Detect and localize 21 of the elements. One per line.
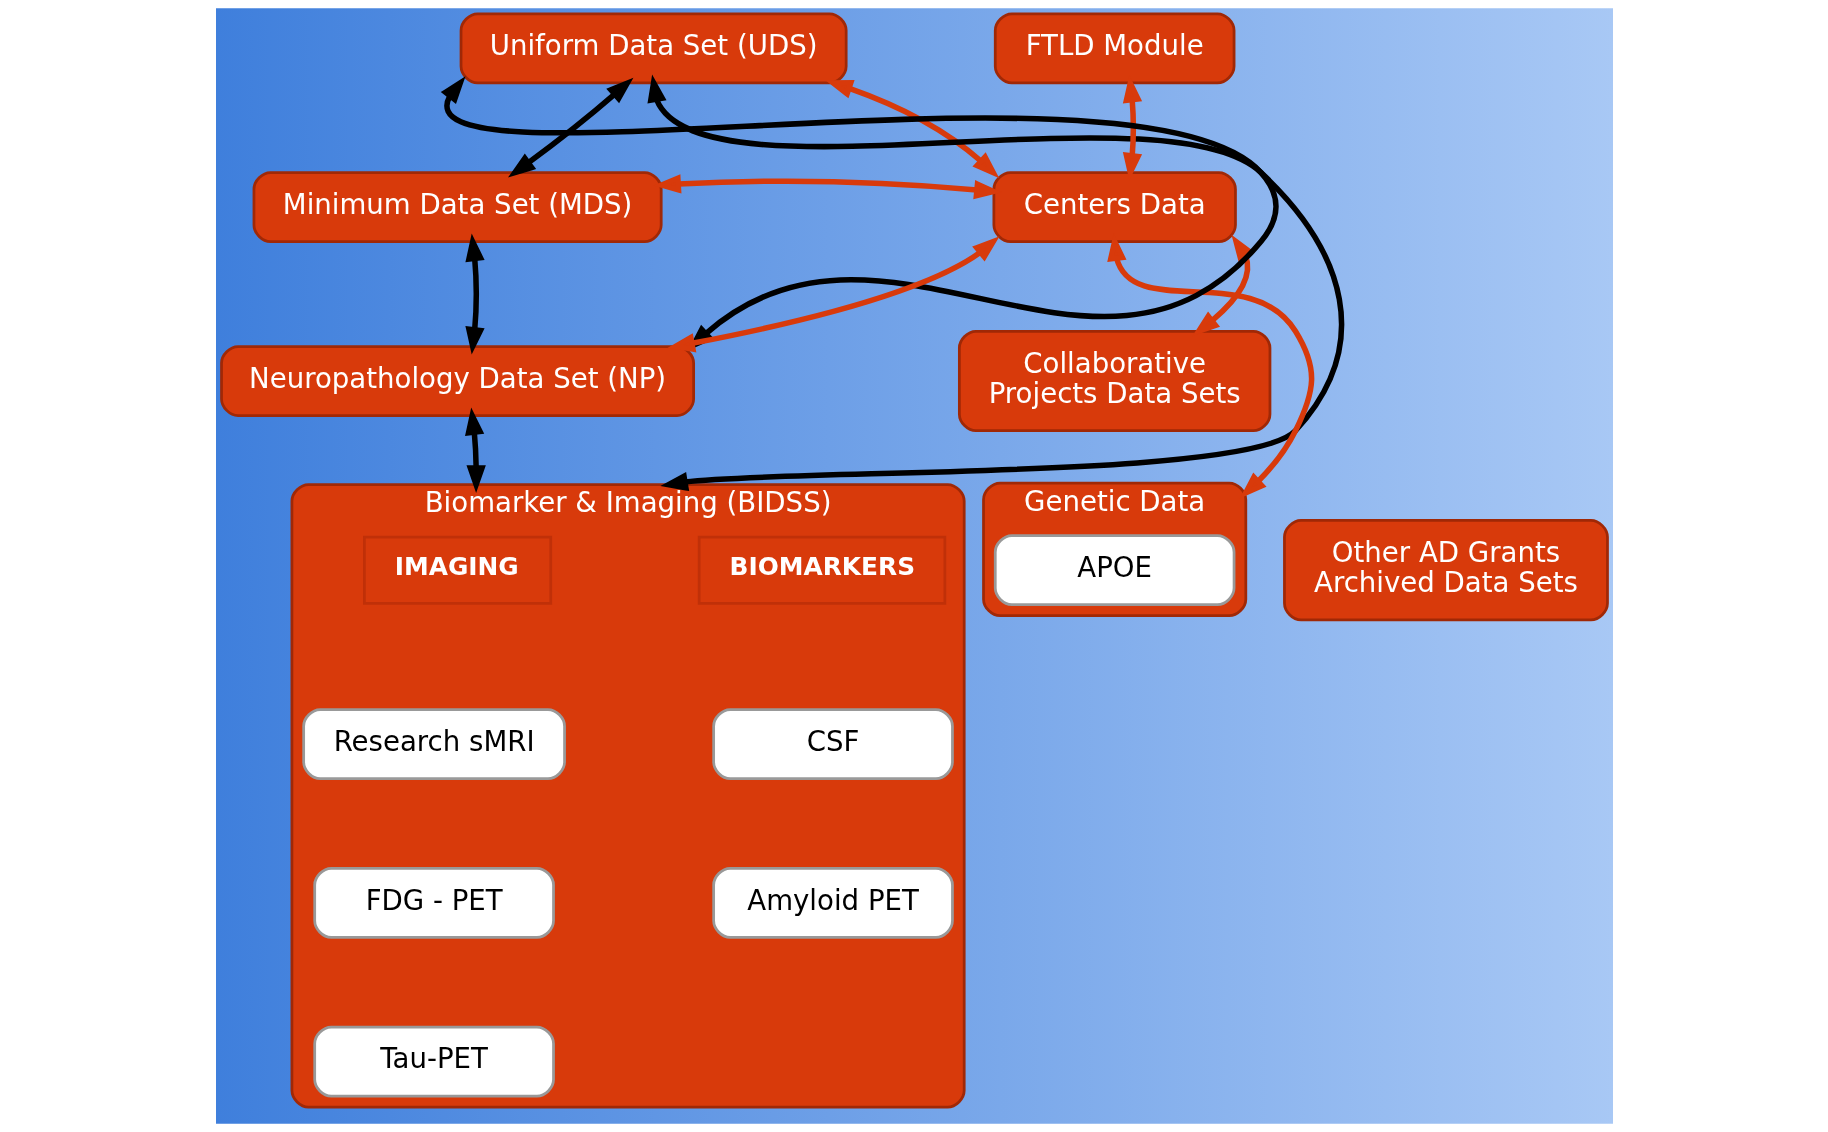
node-box: IMAGING — [362, 535, 552, 605]
node-box: Uniform Data Set (UDS) — [459, 12, 848, 85]
arrow — [464, 233, 485, 355]
node-box: APOE — [993, 534, 1235, 607]
node-box: Centers Data — [992, 171, 1237, 243]
arrow — [464, 407, 486, 493]
node-box: FTLD Module — [993, 12, 1235, 85]
node-box: Research sMRI — [301, 708, 566, 780]
arrow — [824, 79, 999, 179]
node-box: Amyloid PET — [711, 866, 954, 939]
node-box: BIOMARKERS — [697, 535, 946, 605]
node-box: Other AD Grants Archived Data Sets — [1282, 519, 1609, 622]
node-box: CSF — [711, 708, 954, 780]
node-box: Collaborative Projects Data Sets — [957, 329, 1271, 433]
arrow — [646, 74, 1344, 492]
node-box: Neuropathology Data Set (NP) — [219, 345, 695, 417]
node-box: Tau-PET — [312, 1025, 555, 1098]
arrow — [507, 77, 633, 178]
node-box: FDG - PET — [312, 866, 555, 939]
arrow — [1106, 233, 1314, 499]
node-box: Minimum Data Set (MDS) — [252, 171, 663, 243]
